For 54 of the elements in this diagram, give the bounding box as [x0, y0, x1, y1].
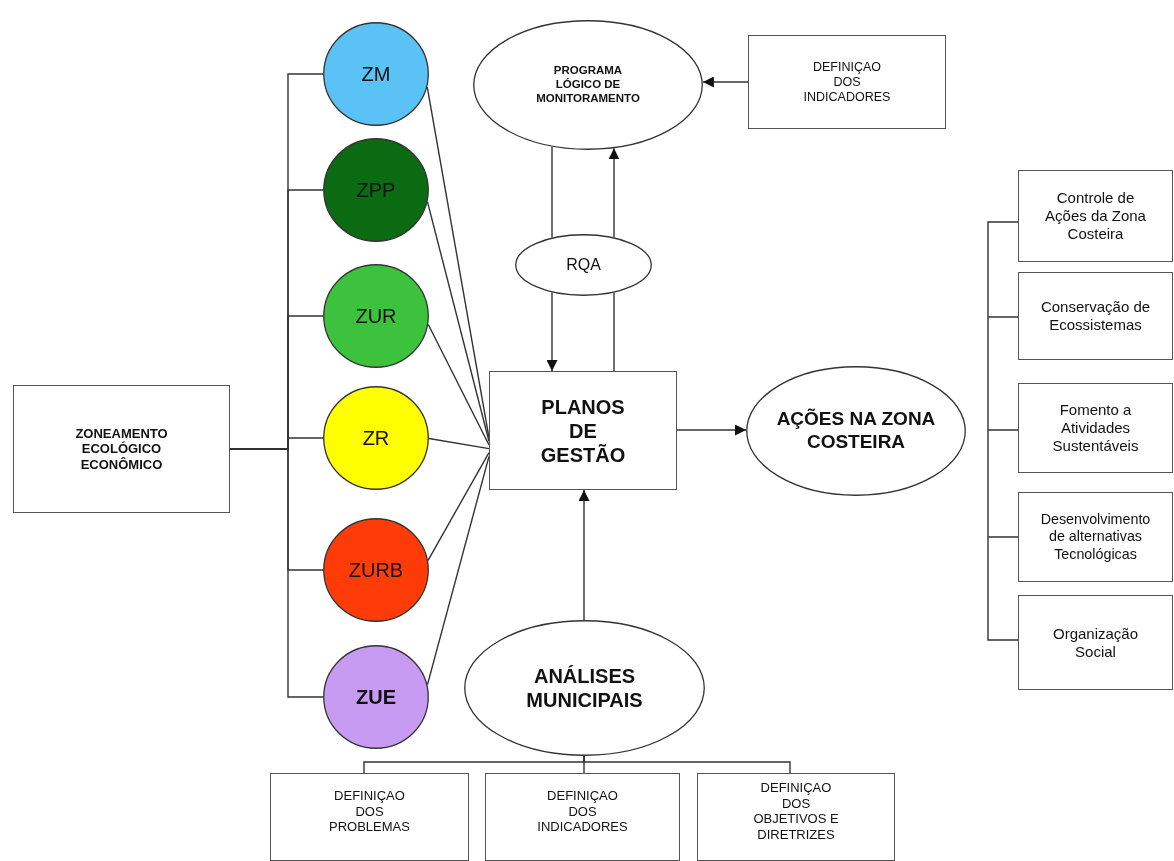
node-label: RQA — [566, 255, 601, 275]
node-label: ZM — [361, 62, 391, 86]
zone-circle — [323, 264, 429, 368]
process-box — [1018, 595, 1173, 690]
process-box — [1018, 272, 1173, 360]
node-label: Conservação de Ecossistemas — [1039, 298, 1152, 334]
node-label: ANÁLISES MUNICIPAIS — [525, 664, 644, 712]
connector-line — [583, 755, 791, 774]
connector-line — [578, 489, 590, 621]
node-label: PROGRAMA LÓGICO DE MONITORAMENTO — [535, 64, 641, 106]
connector-line — [428, 437, 490, 450]
process-box — [13, 385, 230, 513]
connector-line — [427, 451, 490, 562]
node-label: DEFINIÇAO DOS PROBLEMAS — [328, 788, 411, 835]
ellipse-node — [515, 234, 652, 296]
process-box — [1018, 170, 1173, 262]
ellipse-node — [473, 20, 703, 150]
process-box — [489, 371, 677, 490]
node-label: Controle de Ações da Zona Costeira — [1044, 189, 1147, 243]
zone-circle — [323, 386, 429, 490]
node-label: PLANOS DE GESTÃO — [539, 394, 627, 467]
process-box — [748, 35, 946, 129]
ellipse-node — [746, 366, 966, 496]
zone-circle — [323, 138, 429, 242]
process-box — [270, 773, 469, 861]
node-label: ZPP — [356, 178, 396, 202]
connector-line — [702, 76, 749, 88]
node-label: Desenvolvimento de alternativas Tecnológicas — [1039, 511, 1152, 563]
zone-circle — [323, 645, 429, 749]
node-label: Fomento a Atividades Sustentáveis — [1051, 401, 1140, 455]
node-label: ZR — [362, 426, 390, 450]
process-box — [697, 773, 895, 861]
zone-circle — [323, 22, 429, 126]
ellipse-node — [464, 620, 705, 756]
node-label: DEFINIÇAO DOS INDICADORES — [802, 59, 892, 105]
node-label: ZONEAMENTO ECOLÓGICO ECONÔMICO — [74, 425, 169, 473]
node-label: AÇÕES NA ZONA COSTEIRA — [775, 408, 937, 454]
connector-line — [608, 147, 620, 238]
node-label: DEFINIÇAO DOS INDICADORES — [536, 788, 629, 835]
node-label: ZUE — [356, 685, 396, 709]
connector-line — [613, 292, 615, 372]
node-label: DEFINIÇAO DOS OBJETIVOS E DIRETRIZES — [752, 780, 840, 843]
process-box — [485, 773, 680, 861]
connector-line — [551, 146, 553, 239]
node-label: ZUR — [355, 304, 397, 328]
process-box — [1018, 383, 1173, 473]
process-box — [1018, 492, 1173, 582]
connector-line — [676, 424, 747, 436]
node-label: ZURB — [348, 558, 404, 582]
connector-line — [229, 448, 324, 698]
zone-circle — [323, 518, 429, 622]
connector-line — [427, 323, 490, 446]
node-label: Organização Social — [1051, 624, 1140, 661]
connector-line — [546, 291, 558, 372]
